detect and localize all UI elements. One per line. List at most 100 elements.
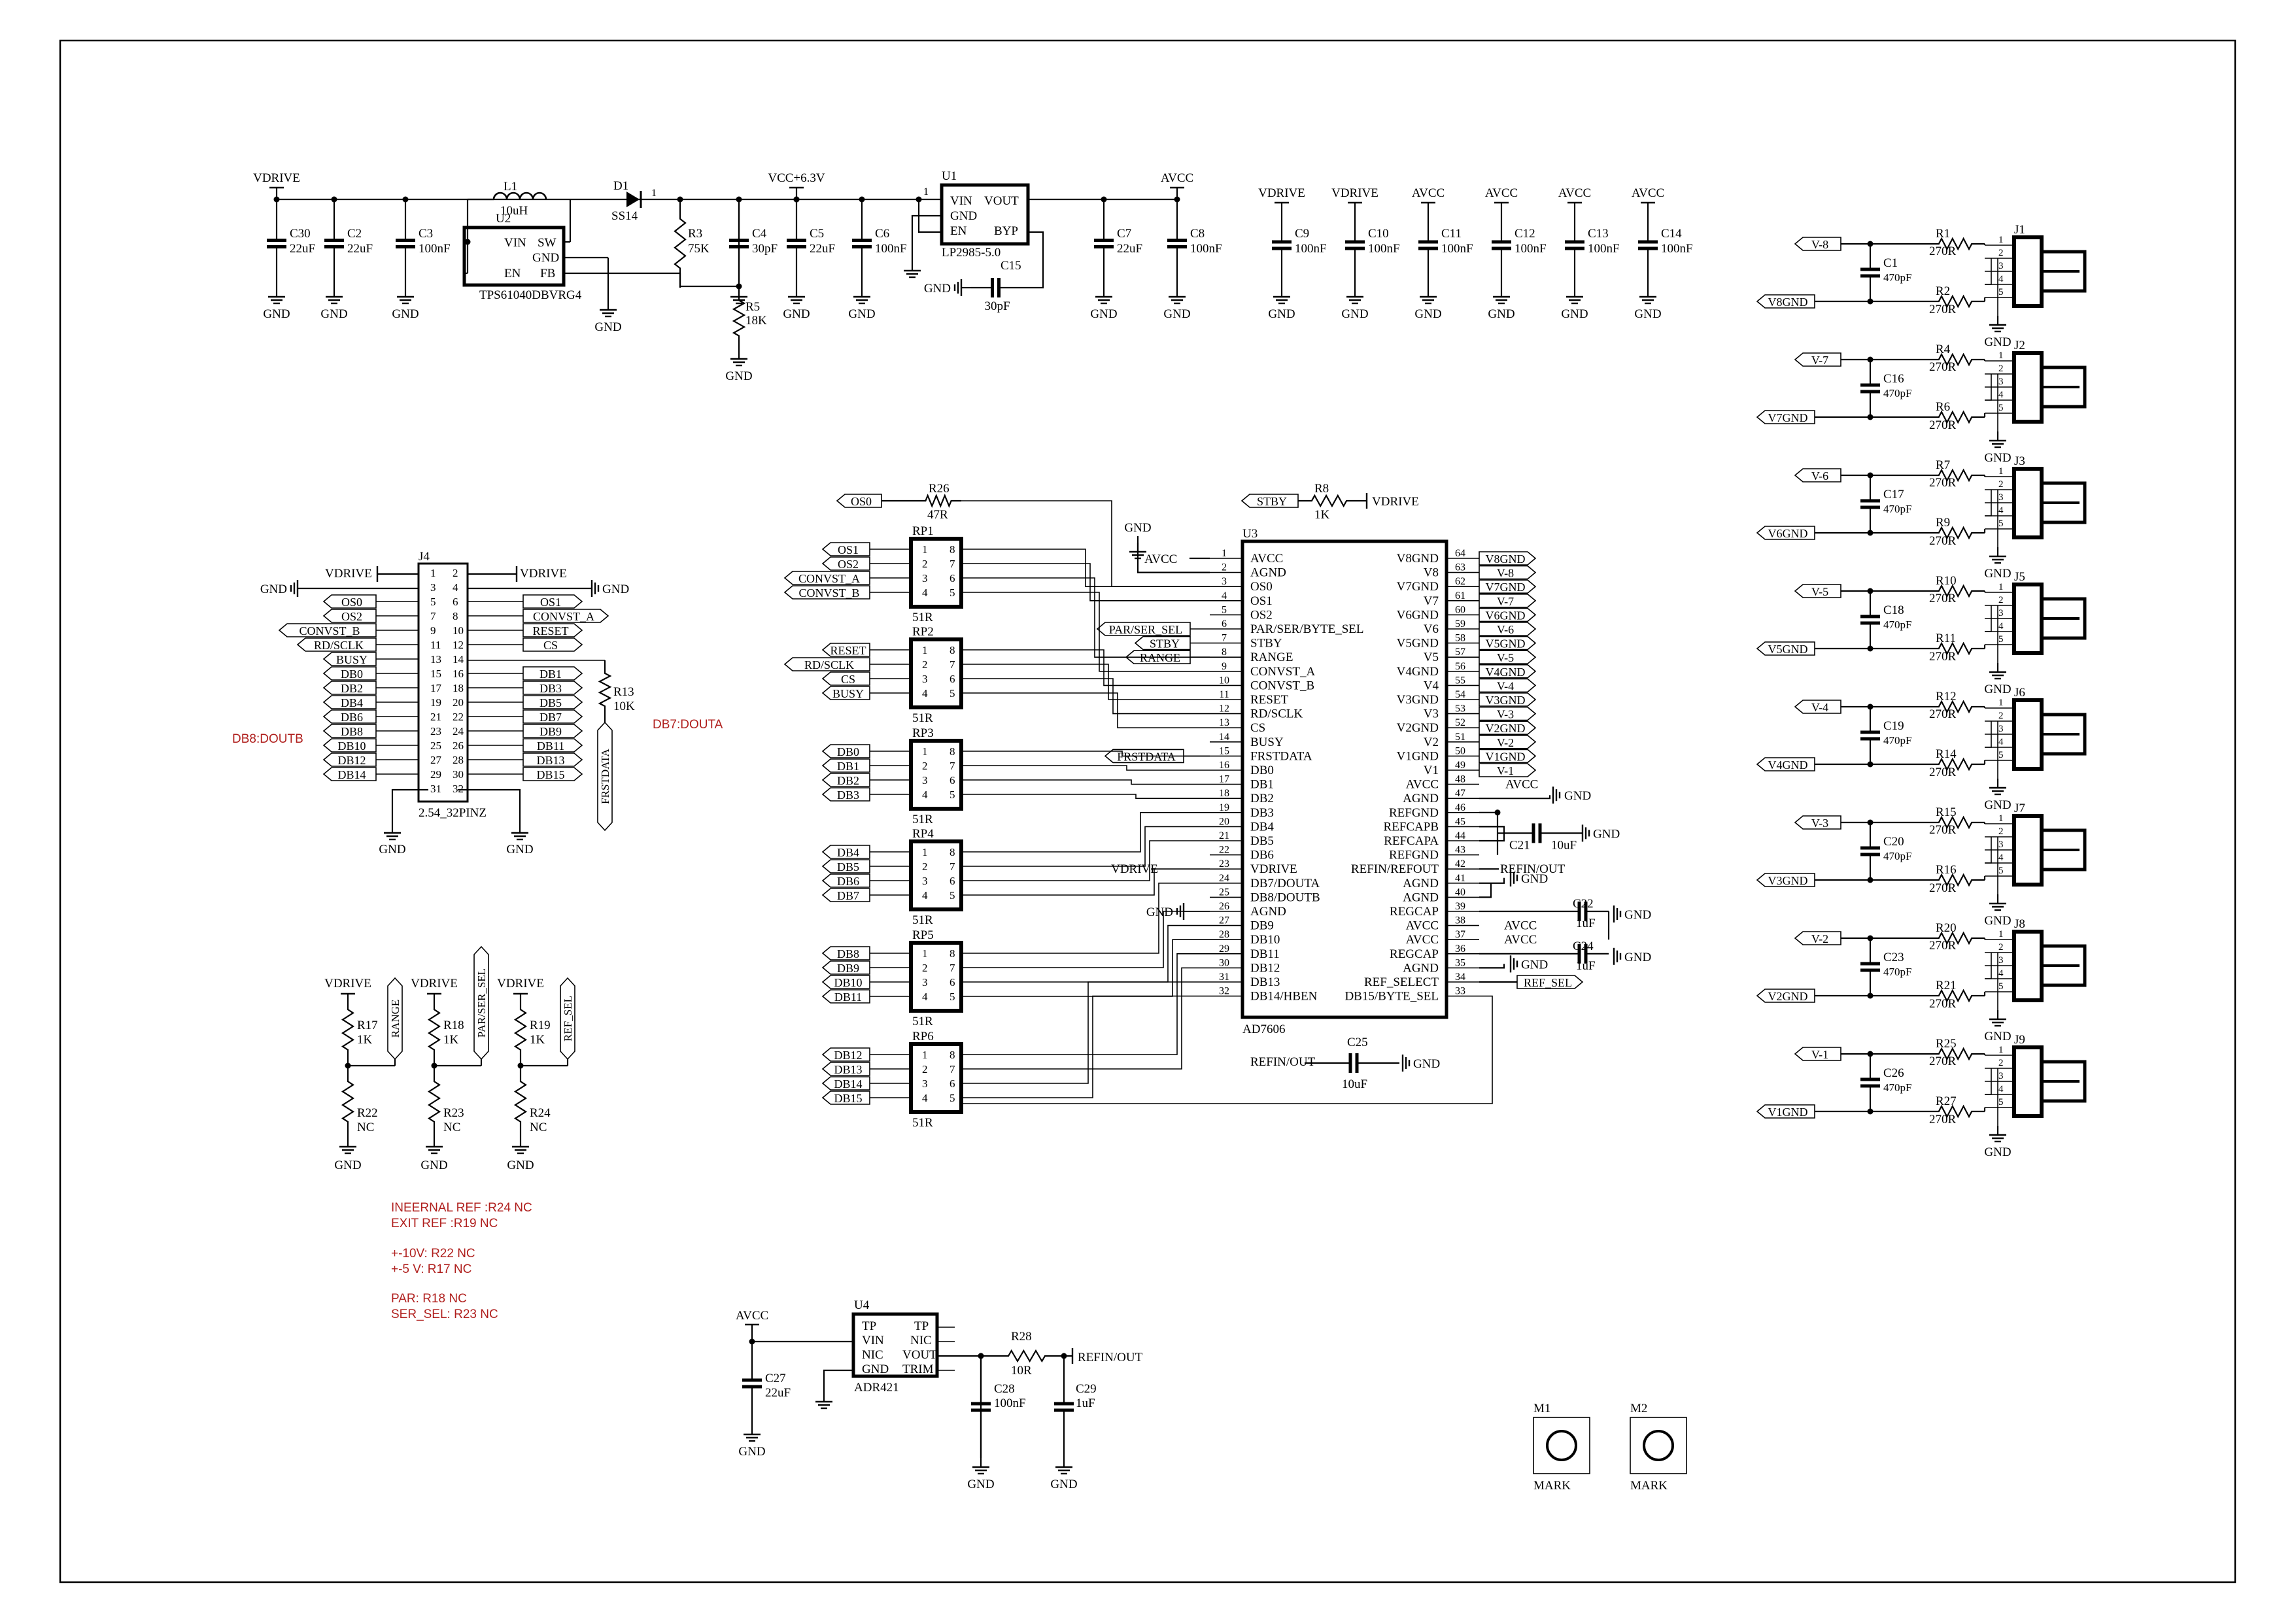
pin-name: DB7/DOUTA xyxy=(1250,877,1320,890)
net-flag-label: V-1 xyxy=(1497,764,1514,777)
net-flag-label: DB5 xyxy=(837,860,859,873)
net-flag xyxy=(783,585,870,600)
ground-label: GND xyxy=(1984,914,2011,928)
pin-name: OS2 xyxy=(1250,608,1273,622)
pin-number: 50 xyxy=(1455,745,1465,756)
pin-number: 3 xyxy=(1222,576,1227,587)
pin-name: DB15/BYTE_SEL xyxy=(1344,990,1439,1004)
net-flag xyxy=(821,643,870,657)
pin-number: 4 xyxy=(1998,274,2004,284)
net-flag-label: RD/SCLK xyxy=(314,639,364,652)
pin-number: 57 xyxy=(1455,647,1465,658)
capacitor-value: 100nF xyxy=(1515,242,1547,256)
pin-number: 4 xyxy=(1222,590,1227,601)
wire xyxy=(1985,837,1992,864)
capacitor-ref: C15 xyxy=(1001,259,1021,273)
capacitor-ref: C30 xyxy=(290,227,311,241)
sheet-frame xyxy=(59,39,2236,1583)
pin-name: CS xyxy=(1250,721,1265,735)
pin-number: 3 xyxy=(922,572,928,584)
power-label: VDRIVE xyxy=(1258,186,1305,200)
pin-number: 10 xyxy=(1219,675,1229,686)
resistor-value: 270R xyxy=(1929,1113,1957,1126)
pin-name: V3GND xyxy=(1397,693,1439,707)
pin-number: 2 xyxy=(1998,826,2004,837)
net-flag-label: REF_SEL xyxy=(562,996,574,1041)
net-flag-label: V-4 xyxy=(1811,701,1828,714)
capacitor-value: 100nF xyxy=(1368,242,1400,256)
capacitor-value: 470pF xyxy=(1883,850,1911,862)
resistor-value: 270R xyxy=(1929,418,1957,432)
pin-number: 4 xyxy=(922,687,928,700)
capacitor-value: 470pF xyxy=(1883,734,1911,747)
ground-label: GND xyxy=(1634,307,1661,321)
resistor xyxy=(1926,237,1985,251)
resistor-value: 18K xyxy=(745,314,767,328)
resistor xyxy=(341,994,355,1066)
resistor-ref: R19 xyxy=(530,1019,551,1032)
capacitor-value: 22uF xyxy=(1117,242,1142,256)
net-flag xyxy=(522,709,583,724)
capacitor-value: 470pF xyxy=(1883,387,1911,399)
ground-label: GND xyxy=(320,307,347,321)
net-flag xyxy=(1756,294,1815,309)
resistor xyxy=(1926,410,1985,424)
resistor-value: NC xyxy=(357,1121,374,1134)
capacitor-ref: C5 xyxy=(810,227,824,241)
pin-number: 23 xyxy=(1219,858,1229,870)
resistor-ref: R26 xyxy=(929,482,950,496)
pin-number: 45 xyxy=(1455,816,1465,827)
pin-name: V6 xyxy=(1424,622,1439,636)
net-flag-label: DB8 xyxy=(837,947,859,960)
wire xyxy=(1479,795,1551,800)
net-flag xyxy=(1756,641,1815,656)
ground-label: GND xyxy=(420,1159,447,1172)
net-flag-label: DB6 xyxy=(341,711,363,724)
pin-number: 29 xyxy=(430,768,441,781)
net-flag-label: V-2 xyxy=(1811,932,1828,945)
pin-number: 3 xyxy=(1998,839,2004,850)
net-flag xyxy=(1096,622,1191,636)
net-flag xyxy=(1479,551,1537,566)
junction-dot xyxy=(793,196,800,203)
net-flag xyxy=(522,594,583,609)
pin-number: 6 xyxy=(950,1077,955,1090)
pin-number: 51 xyxy=(1455,732,1465,743)
pin-number: 4 xyxy=(1998,505,2004,516)
net-flag-label: V-3 xyxy=(1497,708,1514,721)
capacitor-ref: C10 xyxy=(1368,227,1389,241)
pin-number: 6 xyxy=(950,976,955,989)
resistor-ref: R23 xyxy=(443,1106,464,1120)
resistor-ref: R24 xyxy=(530,1106,551,1120)
pin-number: 3 xyxy=(1998,492,2004,503)
ground-label: GND xyxy=(738,1445,765,1459)
ground-label: GND xyxy=(507,1159,534,1172)
pin-name: NIC xyxy=(862,1348,883,1362)
bus-wire xyxy=(961,868,1210,896)
pin-number: 42 xyxy=(1455,858,1465,870)
net-flag xyxy=(821,671,870,686)
resistor-value: 270R xyxy=(1929,592,1957,605)
pin-name: V4GND xyxy=(1397,665,1439,679)
pin-number: 5 xyxy=(950,889,955,902)
net-flag-label: V3GND xyxy=(1768,874,1808,887)
resistor-ref: R9 xyxy=(1936,516,1950,530)
pin-name: REF_SELECT xyxy=(1364,975,1439,989)
pin-name: V3 xyxy=(1424,707,1439,721)
ground-label: GND xyxy=(1593,827,1620,841)
ground-label: GND xyxy=(1163,307,1190,321)
wire xyxy=(1985,258,1992,285)
ground-label: GND xyxy=(379,843,405,856)
resistor xyxy=(1926,1104,1985,1119)
wire xyxy=(1479,883,1492,898)
pin-number: 4 xyxy=(1998,390,2004,400)
net-flag-label: DB2 xyxy=(341,682,363,695)
ground-label: GND xyxy=(1561,307,1588,321)
pin-number: 2 xyxy=(922,860,928,873)
ground-label: GND xyxy=(1984,683,2011,696)
power-label: VDRIVE xyxy=(1331,186,1378,200)
pin-number: 13 xyxy=(1219,717,1229,728)
resistor-pack xyxy=(909,537,963,609)
power-label: VDRIVE xyxy=(1111,862,1158,876)
pin-number: 6 xyxy=(950,572,955,584)
